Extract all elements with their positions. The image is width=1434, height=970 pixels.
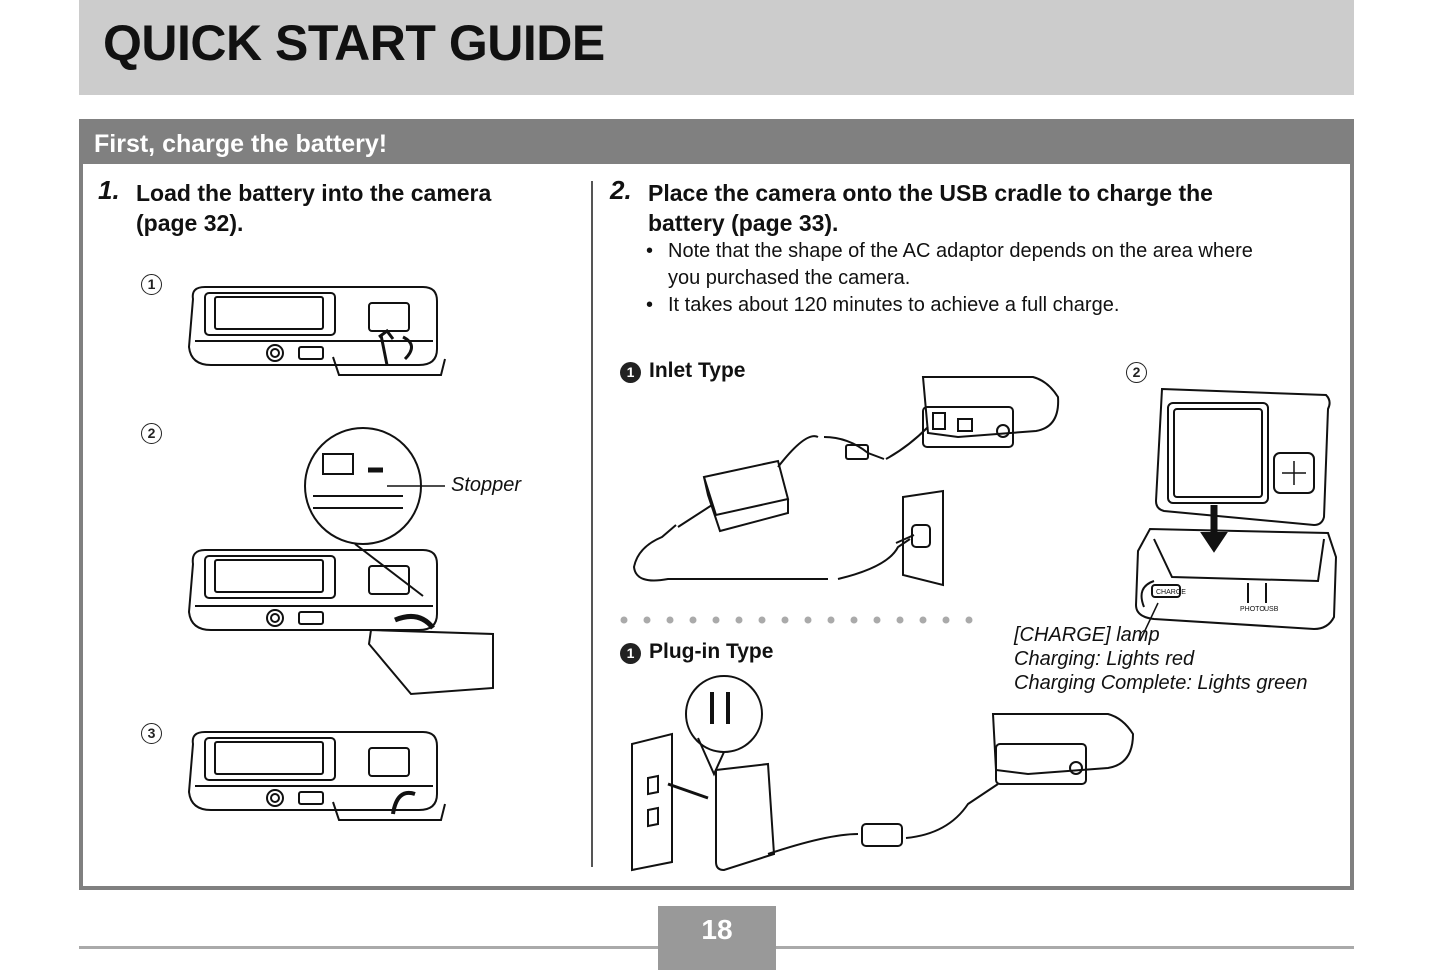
camera-insert-battery-illustration [187,427,494,696]
page-number: 18 [701,914,733,945]
plugin-marker: 1 [620,643,641,664]
inlet-marker: 1 [620,362,641,383]
type-separator-dots [620,616,973,624]
step-1-marker-1: 1 [141,274,162,295]
step-1-line-1: Load the battery into the camera [136,180,492,206]
plugin-type-label: Plug-in Type [649,640,774,663]
note-adaptor-shape: Note that the shape of the AC adaptor de… [644,238,1344,292]
step-2-line-1: Place the camera onto the USB cradle to … [648,180,1213,206]
camera-open-cover-illustration [187,286,446,376]
cradle-charging-illustration: CHARGE PHOTO USB [1134,387,1338,642]
note-adaptor-line-2: you purchased the camera. [668,267,911,289]
inlet-type-label: Inlet Type [649,359,746,382]
step-2-line-2: battery (page 33). [648,210,839,236]
step-1-marker-2: 2 [141,423,162,444]
stopper-label: Stopper [451,474,522,496]
caption-line-1: [CHARGE] lamp [1014,624,1160,646]
section-title: First, charge the battery! [94,130,388,158]
cradle-charge-text: CHARGE [1156,589,1186,596]
inlet-adaptor-illustration [632,376,1060,587]
caption-line-3: Charging Complete: Lights green [1014,672,1308,694]
step-1-number: 1. [98,175,120,205]
charge-lamp-caption: [CHARGE] lamp Charging: Lights red Charg… [1014,623,1308,695]
step-1-line-2: (page 32). [136,210,244,236]
content-frame: First, charge the battery! 1. Load the b… [79,119,1354,890]
step-2-number: 2. [610,175,632,205]
page-header: QUICK START GUIDE [79,0,1354,95]
column-divider [591,181,593,867]
note-adaptor-line-1: Note that the shape of the AC adaptor de… [668,240,1253,262]
step-2-notes: Note that the shape of the AC adaptor de… [644,238,1344,319]
cradle-marker: 2 [1126,362,1147,383]
page-number-tab: 18 [658,906,776,970]
page-title: QUICK START GUIDE [103,15,605,71]
section-header: First, charge the battery! [83,119,1350,164]
step-2-heading: 2. Place the camera onto the USB cradle … [610,175,1330,242]
cradle-usb-text: USB [1264,606,1279,613]
step-1-marker-3: 3 [141,723,162,744]
note-charge-time: It takes about 120 minutes to achieve a … [644,292,1344,319]
step-2-text: Place the camera onto the USB cradle to … [648,178,1213,238]
caption-line-2: Charging: Lights red [1014,648,1195,670]
cradle-photo-text: PHOTO [1240,606,1265,613]
camera-close-cover-illustration [187,731,446,821]
step-1-heading: 1. Load the battery into the camera (pag… [98,175,568,242]
plugin-adaptor-illustration [631,675,1135,872]
step-1-text: Load the battery into the camera (page 3… [136,178,491,238]
